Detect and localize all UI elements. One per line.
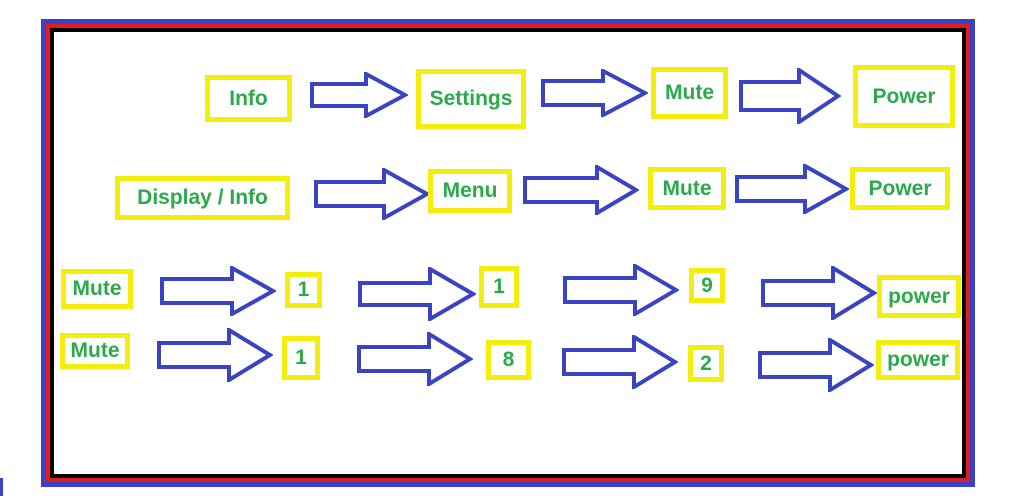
step-box: 2 bbox=[688, 345, 724, 382]
step-box: 1 bbox=[282, 336, 320, 380]
step-box: Info bbox=[205, 75, 292, 122]
edge-mark bbox=[0, 478, 3, 496]
step-box: Power bbox=[853, 65, 955, 128]
arrow-right-icon bbox=[563, 264, 679, 316]
step-box: 9 bbox=[689, 268, 725, 303]
step-box: 8 bbox=[486, 340, 531, 380]
arrow-right-icon bbox=[739, 68, 841, 124]
arrow-right-icon bbox=[310, 72, 408, 118]
step-box: Settings bbox=[416, 69, 526, 129]
arrow-right-icon bbox=[758, 338, 874, 392]
step-box: Mute bbox=[61, 269, 133, 309]
arrow-right-icon bbox=[523, 165, 639, 215]
step-box: power bbox=[877, 275, 961, 318]
arrow-right-icon bbox=[314, 168, 430, 220]
step-box: Mute bbox=[651, 67, 728, 119]
outer-blue-frame bbox=[41, 19, 975, 487]
step-box: Menu bbox=[428, 169, 512, 213]
arrow-right-icon bbox=[761, 266, 877, 320]
arrow-right-icon bbox=[735, 164, 849, 214]
arrow-right-icon bbox=[358, 267, 476, 321]
step-box: Mute bbox=[60, 333, 130, 369]
arrow-right-icon bbox=[160, 266, 276, 316]
arrow-right-icon bbox=[562, 335, 678, 389]
arrow-right-icon bbox=[541, 69, 648, 117]
step-box: Display / Info bbox=[115, 176, 290, 220]
step-box: power bbox=[876, 340, 960, 380]
arrow-right-icon bbox=[357, 332, 473, 386]
step-box: 1 bbox=[479, 266, 519, 308]
arrow-right-icon bbox=[157, 328, 273, 382]
middle-red-frame bbox=[46, 24, 970, 482]
step-box: Power bbox=[850, 167, 950, 210]
step-box: Mute bbox=[648, 167, 726, 210]
step-box: 1 bbox=[285, 272, 322, 308]
